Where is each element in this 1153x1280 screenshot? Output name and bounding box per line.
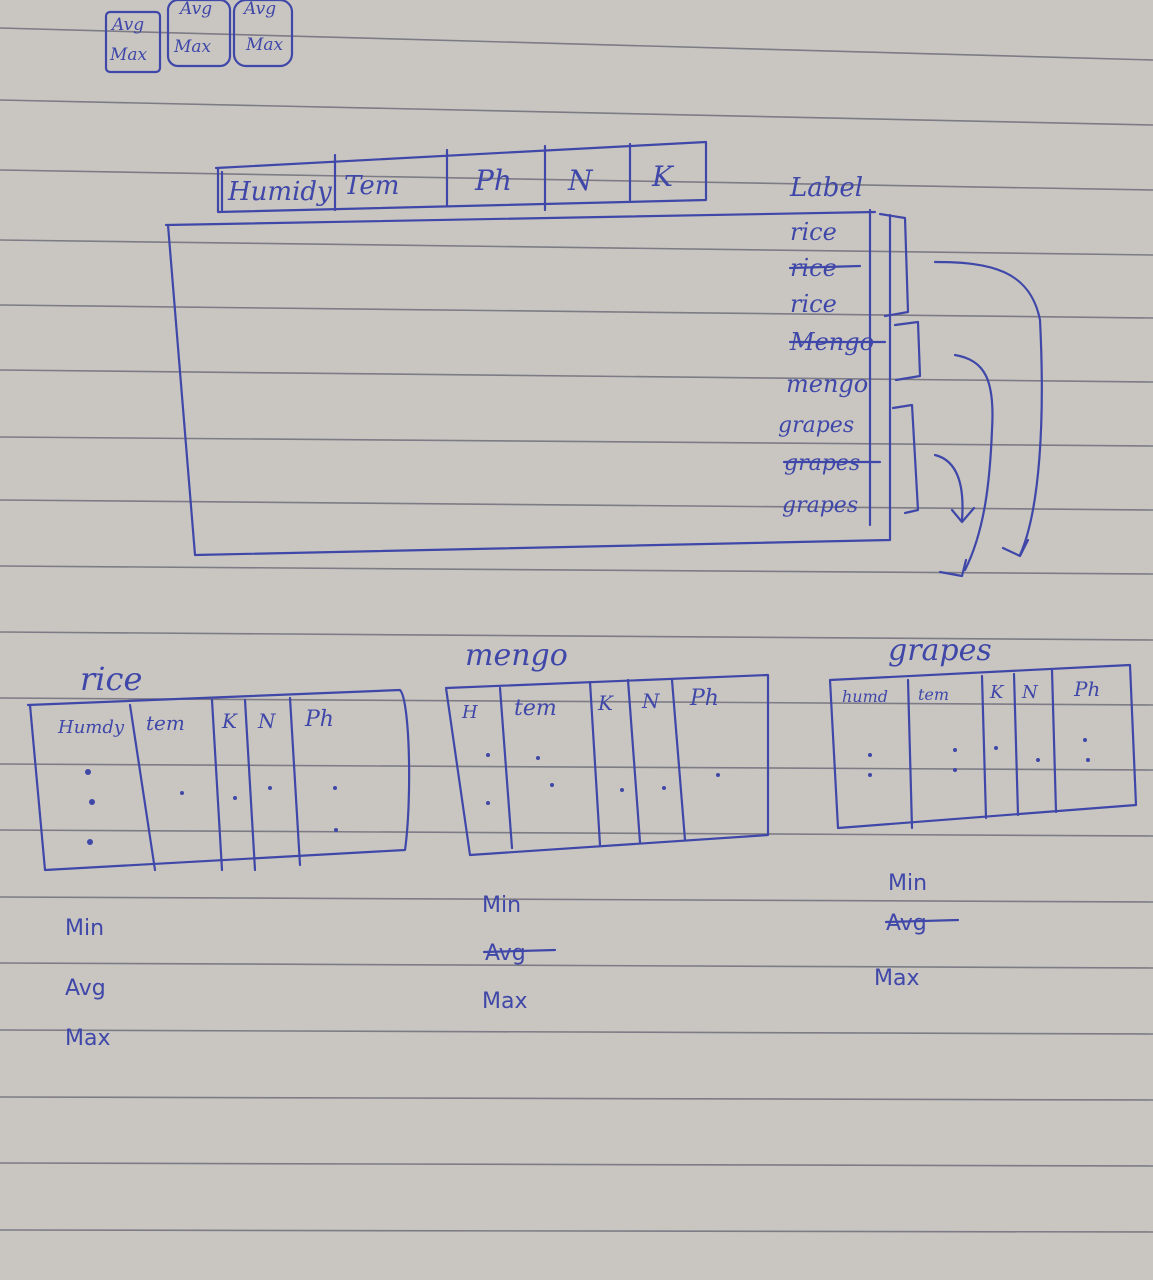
- placeholder-dot: [620, 788, 624, 792]
- label-item: rice: [790, 290, 837, 318]
- label-list: rice rice rice Mengo mengo grapes grapes…: [778, 208, 887, 527]
- sub-header-cell: tem: [918, 685, 949, 704]
- sub-table-title: grapes: [888, 633, 992, 668]
- rice-arrow-head: [1001, 538, 1030, 558]
- sub-table-mengo: mengo H tem K N Ph Min Avg Max: [444, 638, 770, 1014]
- stat-label: Avg: [65, 976, 106, 1001]
- stat-label: Min: [65, 916, 104, 941]
- placeholder-dot: [994, 746, 998, 750]
- sub-header-cell: tem: [514, 696, 557, 721]
- label-item: grapes: [782, 493, 858, 518]
- placeholder-dot: [334, 828, 338, 832]
- sub-table-grapes: grapes humd tem K N Ph Min Avg Max: [828, 633, 1138, 991]
- placeholder-dot: [89, 799, 95, 805]
- placeholder-dot: [868, 753, 872, 757]
- main-header-cell: K: [651, 160, 675, 193]
- summary-box-line: Avg: [178, 0, 212, 19]
- sub-header-cell: tem: [146, 711, 185, 735]
- sub-header-cell: N: [1021, 682, 1039, 703]
- label-item: mengo: [786, 370, 868, 398]
- placeholder-dot: [716, 773, 720, 777]
- sub-header-cell: H: [461, 702, 478, 723]
- summary-box-line: Max: [173, 37, 212, 57]
- placeholder-dot: [662, 786, 666, 790]
- label-item: rice: [790, 218, 837, 246]
- label-item: grapes: [778, 413, 854, 438]
- summary-box-line: Avg: [242, 0, 276, 19]
- mengo-arrow-head: [938, 558, 968, 578]
- summary-box: Avg Max: [104, 10, 162, 74]
- placeholder-dot: [953, 768, 957, 772]
- sub-header-cell: Humdy: [57, 717, 125, 738]
- summary-box-line: Max: [109, 45, 148, 65]
- placeholder-dot: [486, 753, 490, 757]
- sub-header-cell: K: [221, 709, 238, 733]
- main-header-cell: Humidy: [227, 177, 332, 207]
- top-summary-boxes: Avg Max Avg Max Avg Max: [104, 0, 294, 74]
- placeholder-dot: [85, 769, 91, 775]
- sub-table-rice: rice Humdy tem K N Ph Min Avg Max: [26, 660, 411, 1051]
- sub-header-cell: humd: [842, 687, 888, 706]
- stat-label: Max: [874, 966, 919, 991]
- sub-header-cell: N: [641, 689, 661, 713]
- placeholder-dot: [550, 783, 554, 787]
- placeholder-dot: [1086, 758, 1090, 762]
- sub-table-title: rice: [80, 660, 142, 698]
- main-header-cell: Ph: [474, 164, 512, 197]
- main-header-cell: Tem: [344, 171, 399, 201]
- placeholder-dot: [87, 839, 93, 845]
- placeholder-dot: [1036, 758, 1040, 762]
- sub-header-cell: Ph: [304, 707, 334, 732]
- stat-label: Avg: [485, 941, 526, 966]
- sub-header-cell: Ph: [1073, 677, 1100, 701]
- placeholder-dot: [180, 791, 184, 795]
- summary-box: Avg Max: [232, 0, 294, 68]
- sub-header-cell: K: [597, 691, 614, 715]
- stat-label: Max: [65, 1026, 110, 1051]
- grapes-bracket: [891, 403, 920, 515]
- summary-box-line: Max: [245, 35, 284, 55]
- ruled-lines: [0, 27, 1153, 1233]
- sub-header-cell: N: [257, 709, 277, 733]
- grapes-arrow: [933, 453, 964, 522]
- sub-header-cell: K: [989, 682, 1005, 703]
- summary-box-line: Avg: [110, 15, 144, 35]
- mengo-arrow: [953, 353, 994, 572]
- placeholder-dot: [1083, 738, 1087, 742]
- placeholder-dot: [233, 796, 237, 800]
- grapes-arrow-head: [950, 506, 976, 524]
- label-header: Label: [789, 173, 863, 203]
- placeholder-dot: [953, 748, 957, 752]
- placeholder-dot: [486, 801, 490, 805]
- label-item: grapes: [784, 451, 860, 476]
- sub-table-title: mengo: [465, 638, 568, 673]
- main-table: Humidy Tem Ph N K Label rice rice rice M…: [164, 140, 1043, 578]
- stat-label: Max: [482, 989, 527, 1014]
- placeholder-dot: [268, 786, 272, 790]
- rice-bracket: [878, 212, 910, 318]
- stat-label: Min: [482, 893, 521, 918]
- sub-header-cell: Ph: [689, 686, 719, 711]
- stat-label: Avg: [886, 911, 927, 936]
- mengo-bracket: [893, 320, 922, 382]
- main-header-cell: N: [567, 164, 594, 197]
- summary-box: Avg Max: [166, 0, 232, 68]
- rice-arrow: [933, 260, 1043, 557]
- placeholder-dot: [868, 773, 872, 777]
- stat-label: Min: [888, 871, 927, 896]
- placeholder-dot: [536, 756, 540, 760]
- placeholder-dot: [333, 786, 337, 790]
